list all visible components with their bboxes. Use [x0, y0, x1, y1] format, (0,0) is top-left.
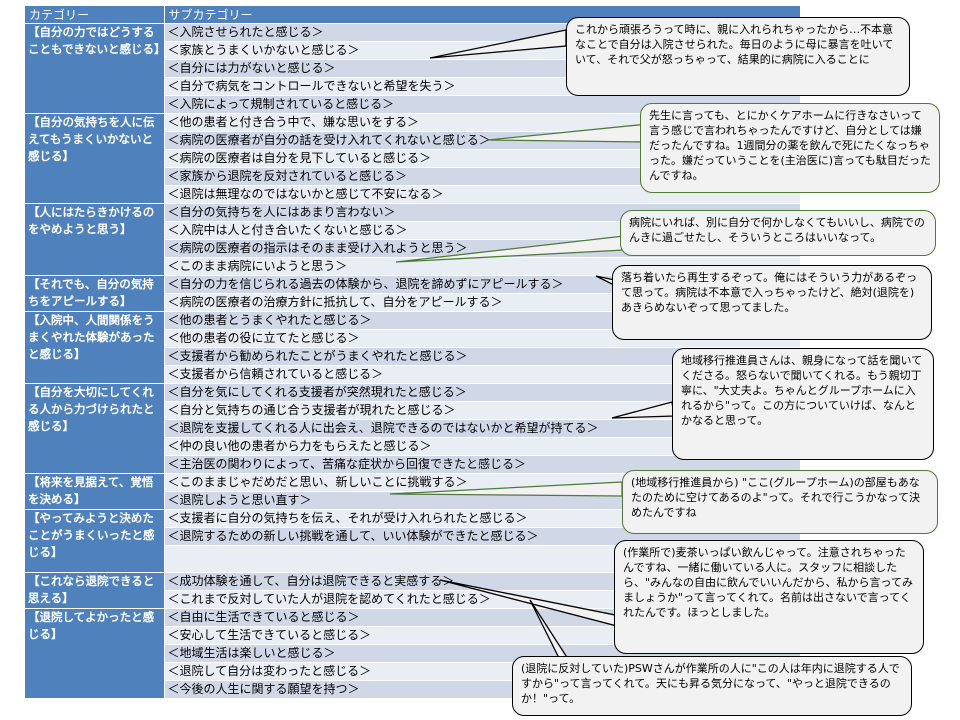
subcategory-cell [164, 545, 800, 573]
table-row [25, 545, 800, 573]
category-cell: 【やってみようと決めたことがうまくいったと感じる】 [25, 509, 165, 573]
subcategory-cell: ＜入院によって規制されていると感じる＞ [164, 95, 800, 114]
table-row: ＜主治医の関わりによって、苦痛な症状から回復できたと感じる＞ [25, 455, 800, 474]
subcategory-cell: ＜主治医の関わりによって、苦痛な症状から回復できたと感じる＞ [164, 455, 800, 474]
category-cell: 【自分の力ではどうすることもできないと感じる】 [25, 23, 166, 114]
table-row: 【自分を大切にしてくれる人から力づけられたと感じる】＜自分を気にしてくれる支援者… [25, 383, 800, 474]
quote-bubble-5: 地域移行推進員さんは、親身になって話を聞いてくださる。怒らないで聞いてくれる。も… [672, 348, 934, 460]
category-header: カテゴリー [25, 6, 165, 24]
subcategory-cell: ＜支援者から勧められたことがうまくやれたと感じる＞ [164, 347, 800, 366]
quote-bubble-3: 病院にいれば、別に自分で何かしなくてもいいし、病院でのんきに過ごせたし、そういう… [620, 210, 936, 256]
category-cell: 【将来を見据えて、覚悟を決める】 [25, 473, 165, 510]
bubble-tail [389, 481, 623, 497]
category-cell: 【人にはたらきかけるのをやめようと思う】 [25, 203, 165, 276]
subcategory-cell: ＜退院を支援してくれる人に出会え、退院できるのではないかと希望が持てる＞ [164, 419, 800, 438]
quote-bubble-2: 先生に言っても、とにかくケアホームに行きなさいって言う感じで言われちゃったんです… [640, 103, 940, 193]
category-cell: 【これなら退院できると思える】 [25, 572, 165, 609]
category-cell: 【退院してよかったと感じる】 [25, 608, 165, 699]
subcategory-cell: ＜自分を気にしてくれる支援者が突然現れたと感じる＞ [164, 383, 800, 402]
quote-bubble-6: (地域移行推進員から) "ここ(グループホーム)の部屋もあなたのために空けてある… [622, 470, 938, 534]
category-cell: 【自分を大切にしてくれる人から力づけられたと感じる】 [25, 383, 165, 474]
bubble-tail [611, 401, 675, 419]
quote-bubble-8: (退院に反対していた)PSWさんが作業所の人に"この人は年内に退院する人ですから… [512, 656, 912, 716]
subcategory-cell: ＜仲の良い他の患者から力をもらえたと感じる＞ [164, 437, 800, 456]
table-row: ＜仲の良い他の患者から力をもらえたと感じる＞ [25, 437, 800, 456]
category-cell: 【それでも、自分の気持ちをアピールする】 [25, 275, 165, 312]
quote-bubble-7: (作業所で)麦茶いっぱい飲んじゃって。注意されちゃったんですね、一緒に働いている… [614, 540, 924, 654]
quote-bubble-1: これから頑張ろうって時に、親に入れられちゃったから…不本意なことで自分は入院させ… [566, 17, 910, 96]
bubble-tail [395, 235, 625, 263]
table-row: ＜入院によって規制されていると感じる＞ [25, 95, 800, 114]
table-row: ＜支援者から勧められたことがうまくやれたと感じる＞ [25, 347, 800, 366]
bubble-tail [429, 29, 567, 59]
subcategory-cell: ＜支援者から信頼されていると感じる＞ [164, 365, 800, 384]
category-cell: 【自分の気持ちを人に伝えてもうまくいかないと感じる】 [25, 113, 165, 204]
bubble-tail [439, 579, 641, 633]
quote-bubble-4: 落ち着いたら再生するぞって。俺にはそういう力があるぞって思って。病院は不本意で入… [612, 265, 932, 340]
table-row: ＜退院を支援してくれる人に出会え、退院できるのではないかと希望が持てる＞ [25, 419, 800, 438]
table-row: ＜退院は無理なのではないかと感じて不安になる＞ [25, 185, 800, 204]
table-row: ＜支援者から信頼されていると感じる＞ [25, 365, 800, 384]
bubble-tail [487, 123, 649, 143]
subcategory-cell: ＜退院は無理なのではないかと感じて不安になる＞ [164, 185, 800, 204]
category-cell: 【入院中、人間関係をうまくやれた体験があったと感じる】 [25, 311, 165, 384]
